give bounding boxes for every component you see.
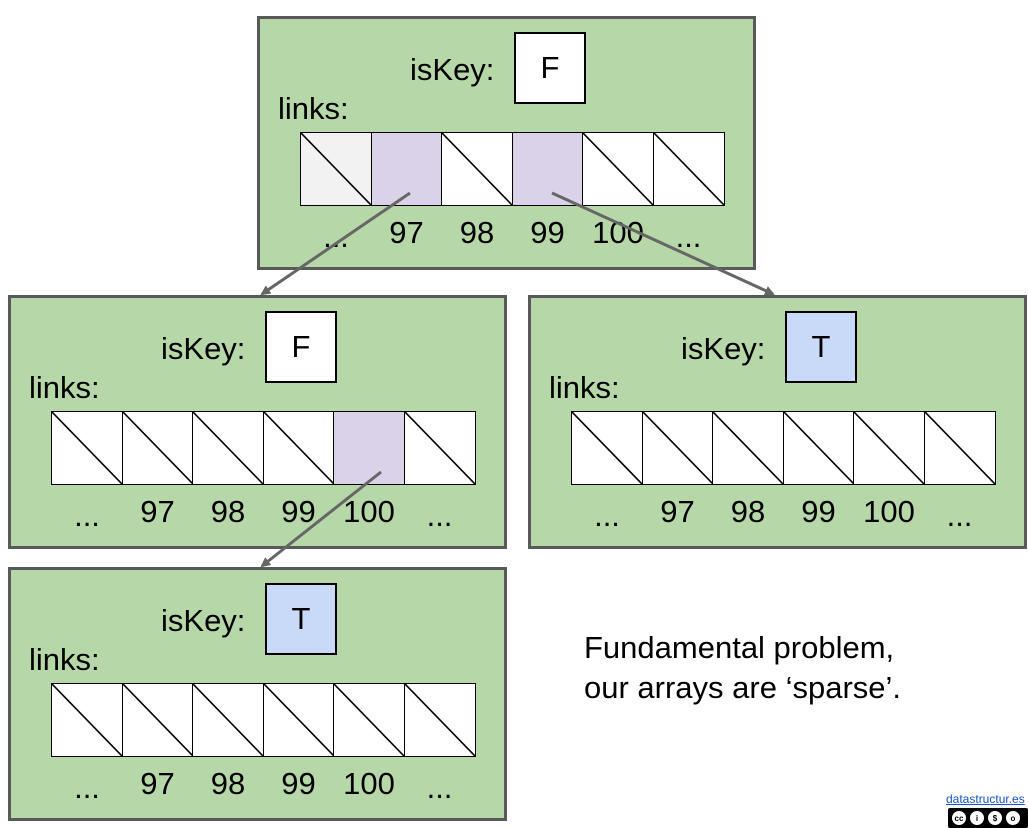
link-slot [712,411,784,485]
null-pointer-icon [583,133,653,205]
cc-circle-icon: cc [951,810,967,826]
link-slot [333,683,405,757]
index-label: 98 [459,215,495,250]
index-label: 100 [592,215,644,250]
link-slot [300,132,372,206]
null-pointer-icon [52,684,122,756]
links-array [571,411,996,485]
links-array [51,411,476,485]
iskey-value-box: F [265,311,337,383]
index-label: ... [426,770,453,805]
caption-line-2: our arrays are ‘sparse’. [584,670,902,705]
index-label: 99 [801,494,836,529]
index-label: 100 [343,494,395,529]
null-pointer-icon [854,412,924,484]
caption-line-1: Fundamental problem, [584,630,895,665]
link-slot [511,132,584,206]
null-pointer-icon [193,684,263,756]
iskey-label: isKey: [681,331,766,366]
caption: Fundamental problem, our arrays are ‘spa… [584,628,901,708]
index-label: 98 [730,494,766,529]
credit-link[interactable]: datastructur.es [946,792,1025,806]
index-label: 99 [281,494,316,529]
link-slot [121,683,194,757]
null-pointer-icon [572,412,642,484]
null-pointer-icon [784,412,854,484]
index-label: 97 [389,215,424,250]
trie-node-child-a: isKey: F links: ... 97 98 99 100... [8,295,507,549]
iskey-value-box: F [514,32,586,104]
links-label: links: [278,91,349,126]
index-label: ... [675,219,702,254]
cc-by-nc-sa-icon: cc i $ o [948,808,1028,828]
link-slot [641,411,714,485]
link-slot [403,411,476,485]
link-slot [782,411,855,485]
null-pointer-icon [264,684,334,756]
index-label: ... [74,498,100,533]
iskey-label: isKey: [161,603,246,638]
index-label: ... [426,498,453,533]
link-slot [192,411,264,485]
index-label: ... [946,498,973,533]
null-pointer-icon [301,133,371,205]
iskey-value-box: T [265,583,337,655]
null-pointer-icon [405,684,475,756]
link-slot [652,132,725,206]
index-label: 99 [530,215,565,250]
index-label: 99 [281,766,316,801]
link-slot [403,683,476,757]
links-array [300,132,725,206]
links-array [51,683,476,757]
link-slot [192,683,264,757]
iskey-label: isKey: [161,331,246,366]
null-pointer-icon [52,412,122,484]
null-pointer-icon [334,684,404,756]
link-slot [582,132,654,206]
link-slot [262,411,335,485]
links-label: links: [29,370,100,405]
index-label: 97 [140,494,175,529]
link-slot [370,132,443,206]
null-pointer-icon [925,412,995,484]
index-label: 97 [140,766,175,801]
null-pointer-icon [123,684,193,756]
link-slot [571,411,643,485]
index-label: 100 [343,766,395,801]
null-pointer-icon [654,133,724,205]
link-slot [262,683,335,757]
iskey-value-box: T [785,311,857,383]
link-slot [333,411,405,485]
trie-node-child-c: isKey: T links: ... 97 98 99 100... [528,295,1027,549]
index-label: 97 [660,494,695,529]
sa-circle-icon: o [1005,810,1021,826]
link-slot [51,683,123,757]
index-label: ... [323,219,349,254]
links-label: links: [29,642,100,677]
trie-node-grandchild: isKey: T links: ... 97 98 99 100... [8,567,507,821]
link-slot [121,411,194,485]
null-pointer-icon [713,412,783,484]
index-label: 98 [210,494,246,529]
null-pointer-icon [193,412,263,484]
index-label: 98 [210,766,246,801]
null-pointer-icon [405,412,475,484]
link-slot [51,411,123,485]
iskey-label: isKey: [410,52,495,87]
nc-circle-icon: $ [987,810,1003,826]
link-slot [853,411,925,485]
index-label: 100 [863,494,915,529]
index-label: ... [74,770,100,805]
link-slot [923,411,996,485]
link-slot [441,132,513,206]
null-pointer-icon [442,133,512,205]
null-pointer-icon [264,412,334,484]
trie-node-root: isKey: F links: ... 97 98 99 100... [257,16,756,270]
index-label: ... [594,498,620,533]
null-pointer-icon [643,412,713,484]
by-circle-icon: i [969,810,985,826]
null-pointer-icon [123,412,193,484]
links-label: links: [549,370,620,405]
